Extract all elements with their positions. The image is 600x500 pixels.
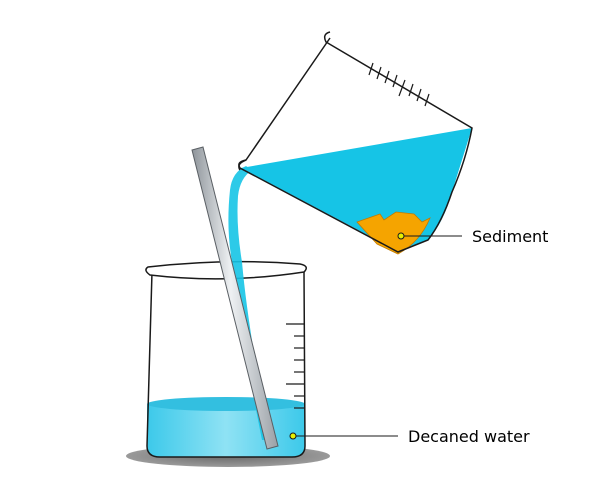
decanted-water-label: Decaned water	[408, 427, 530, 446]
receiving-beaker	[145, 260, 307, 458]
sediment	[356, 211, 431, 255]
pouring-beaker-graduations	[368, 62, 430, 107]
pouring-beaker-spout	[238, 159, 247, 171]
pouring-beaker-water	[241, 128, 472, 252]
sediment-marker-dot	[397, 232, 405, 240]
decanted-water-surface	[147, 397, 305, 411]
decanted-water-body	[147, 404, 305, 457]
decanted-water-pointer	[289, 432, 398, 440]
receiving-beaker-graduations	[286, 323, 304, 409]
decanted-water-marker-dot	[289, 432, 297, 440]
sediment-pointer	[397, 232, 462, 240]
pouring-beaker	[238, 31, 473, 255]
pouring-stream	[228, 166, 270, 440]
stirring-rod	[191, 146, 279, 450]
stirring-rod-body	[191, 146, 279, 450]
sediment-label: Sediment	[472, 227, 549, 246]
receiving-beaker-glass	[146, 271, 306, 458]
